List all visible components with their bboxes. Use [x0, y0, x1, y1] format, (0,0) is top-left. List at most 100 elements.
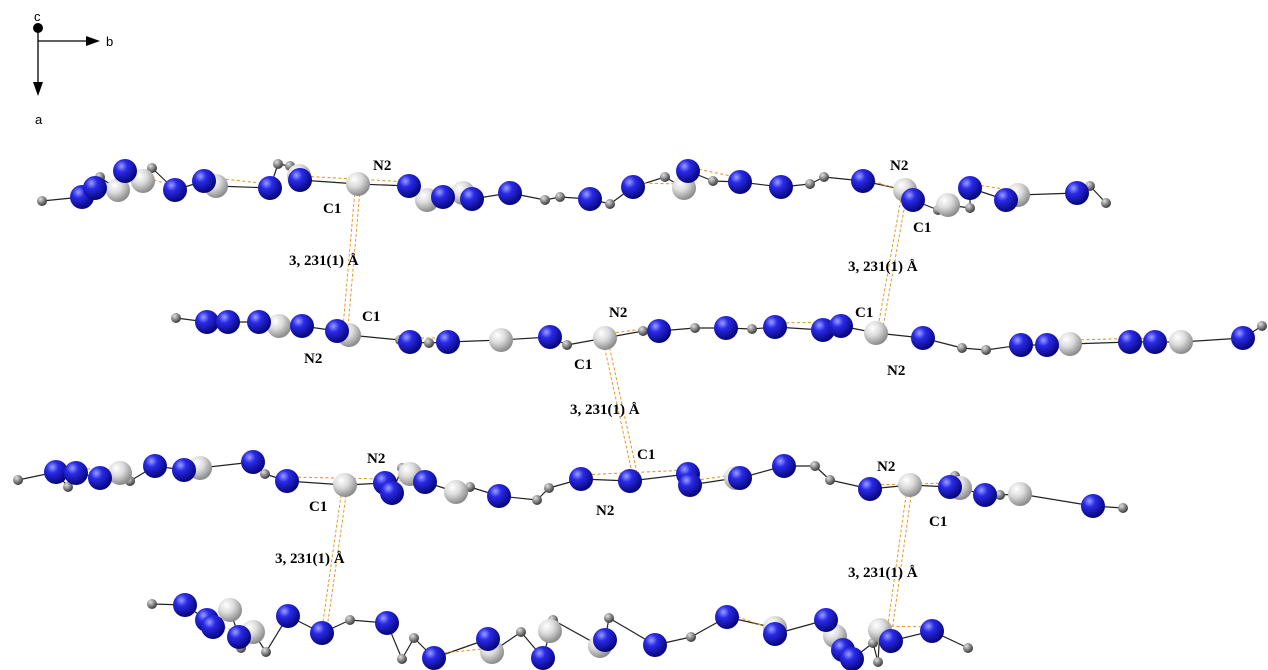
distance-label: 3, 231(1) Å [570, 402, 640, 418]
interlayer-contact [322, 484, 343, 626]
atom-label-c1: C1 [929, 514, 947, 530]
nitrogen-atom [195, 310, 219, 334]
hydrogen-bond [580, 469, 689, 476]
hydrogen-atom [544, 483, 554, 493]
hydrogen-atom [873, 657, 883, 667]
atom-label-c1: C1 [323, 201, 341, 217]
carbon-atom [333, 473, 357, 497]
nitrogen-atom [380, 481, 404, 505]
hydrogen-atom [273, 159, 283, 169]
nitrogen-atom [1081, 494, 1105, 518]
atom-label-n2: N2 [373, 158, 391, 174]
hydrogen-bond [433, 647, 493, 655]
nitrogen-atom [192, 169, 216, 193]
hydrogen-atom [147, 163, 157, 173]
hydrogen-bond [1069, 337, 1156, 341]
nitrogen-atom [258, 176, 282, 200]
nitrogen-atom [397, 174, 421, 198]
nitrogen-atom [958, 176, 982, 200]
nitrogen-atom [763, 315, 787, 339]
nitrogen-atom [994, 188, 1018, 212]
distance-label: 3, 231(1) Å [289, 253, 359, 269]
hydrogen-atom [532, 495, 542, 505]
nitrogen-atom [1143, 330, 1167, 354]
nitrogen-atom [678, 473, 702, 497]
atom-label-n2: N2 [367, 451, 385, 467]
atom-label-c1: C1 [309, 499, 327, 515]
nitrogen-atom [714, 316, 738, 340]
nitrogen-atom [593, 628, 617, 652]
hydrogen-atom [963, 643, 973, 653]
atom-label-n2: N2 [887, 363, 905, 379]
nitrogen-atom [310, 621, 334, 645]
nitrogen-atom [163, 178, 187, 202]
atom-label-n2: N2 [304, 351, 322, 367]
atom-label-n2: N2 [877, 459, 895, 475]
nitrogen-atom [814, 608, 838, 632]
hydrogen-atom [171, 313, 181, 323]
nitrogen-atom [676, 159, 700, 183]
hydrogen-atom [1118, 503, 1128, 513]
nitrogen-atom [487, 484, 511, 508]
nitrogen-atom [618, 469, 642, 493]
hydrogen-atom [147, 599, 157, 609]
hydrogen-atom [409, 633, 419, 643]
hydrogen-atom [397, 654, 407, 664]
nitrogen-atom [647, 319, 671, 343]
nitrogen-atom [173, 593, 197, 617]
atom-label-n2: N2 [596, 503, 614, 519]
carbon-atom [1008, 482, 1032, 506]
hydrogen-atom [345, 615, 355, 625]
hydrogen-atom [995, 490, 1005, 500]
nitrogen-atom [578, 187, 602, 211]
carbon-atom [346, 172, 370, 196]
nitrogen-atom [83, 176, 107, 200]
hydrogen-atom [981, 345, 991, 355]
nitrogen-atom [375, 611, 399, 635]
carbon-atom [267, 314, 291, 338]
hydrogen-atom [708, 176, 718, 186]
nitrogen-atom [498, 181, 522, 205]
nitrogen-atom [531, 646, 555, 670]
carbon-atom [898, 473, 922, 497]
nitrogen-atom [851, 169, 875, 193]
hydrogen-atom [260, 469, 270, 479]
nitrogen-atom [216, 310, 240, 334]
nitrogen-atom [728, 466, 752, 490]
atom-label-c1: C1 [574, 357, 592, 373]
interlayer-contact [602, 337, 633, 476]
axis-c-label: c [34, 9, 41, 24]
distance-label: 3, 231(1) Å [848, 565, 918, 581]
nitrogen-atom [538, 325, 562, 349]
nitrogen-atom [290, 314, 314, 338]
hydrogen-atom [604, 613, 614, 623]
nitrogen-atom [1231, 326, 1255, 350]
hydrogen-atom [690, 323, 700, 333]
nitrogen-atom [422, 646, 446, 670]
hydrogen-atom [965, 203, 975, 213]
nitrogen-atom [901, 188, 925, 212]
interlayer-contact [327, 484, 348, 626]
carbon-atom [593, 326, 617, 350]
hydrogen-atom [555, 192, 565, 202]
covalent-bonds [17, 163, 1263, 663]
nitrogen-atom [643, 633, 667, 657]
hydrogen-atom [13, 475, 23, 485]
interlayer-contact [887, 484, 908, 629]
distance-label: 3, 231(1) Å [848, 259, 918, 275]
atoms [13, 159, 1267, 670]
hydrogen-atom [424, 338, 434, 348]
nitrogen-atom [431, 185, 455, 209]
nitrogen-atom [275, 469, 299, 493]
nitrogen-atom [769, 175, 793, 199]
nitrogen-atom [227, 625, 251, 649]
atom-label-n2: N2 [890, 158, 908, 174]
nitrogen-atom [811, 318, 835, 342]
atom-label-n2: N2 [609, 305, 627, 321]
nitrogen-atom [241, 450, 265, 474]
nitrogen-atom [325, 319, 349, 343]
nitrogen-atom [621, 175, 645, 199]
carbon-atom [538, 619, 562, 643]
interlayer-contact [882, 189, 908, 331]
